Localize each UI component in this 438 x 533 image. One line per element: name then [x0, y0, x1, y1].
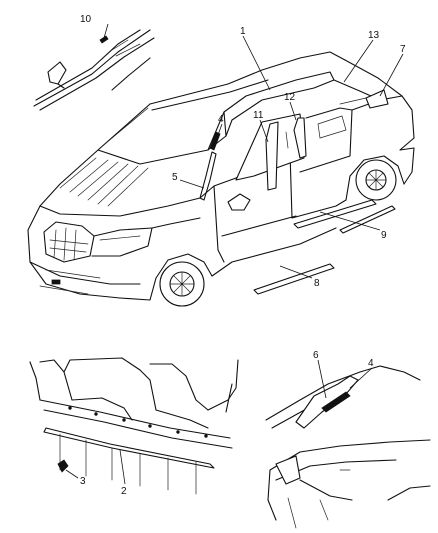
callout-6: 6 — [313, 350, 319, 361]
callout-1: 1 — [240, 26, 246, 37]
callout-10: 10 — [80, 14, 92, 25]
leader-lines — [65, 23, 404, 485]
callout-7: 7 — [400, 44, 406, 55]
sill-molding-inset — [29, 357, 239, 495]
callout-13: 13 — [368, 30, 380, 41]
callout-3: 3 — [80, 476, 86, 487]
callout-9: 9 — [381, 230, 387, 241]
sedan-main-view — [27, 51, 415, 307]
callout-4-main: 4 — [218, 114, 224, 125]
c-pillar-inset — [265, 365, 431, 529]
callout-4-inset: 4 — [368, 358, 374, 369]
callout-5: 5 — [172, 172, 178, 183]
callout-8: 8 — [314, 278, 320, 289]
callout-labels: 1 10 13 7 12 11 4 5 9 8 6 4 3 2 — [80, 14, 406, 497]
windshield-inset — [33, 29, 155, 111]
callout-12: 12 — [284, 92, 296, 103]
callout-2: 2 — [121, 486, 127, 497]
callout-11: 11 — [253, 110, 264, 121]
